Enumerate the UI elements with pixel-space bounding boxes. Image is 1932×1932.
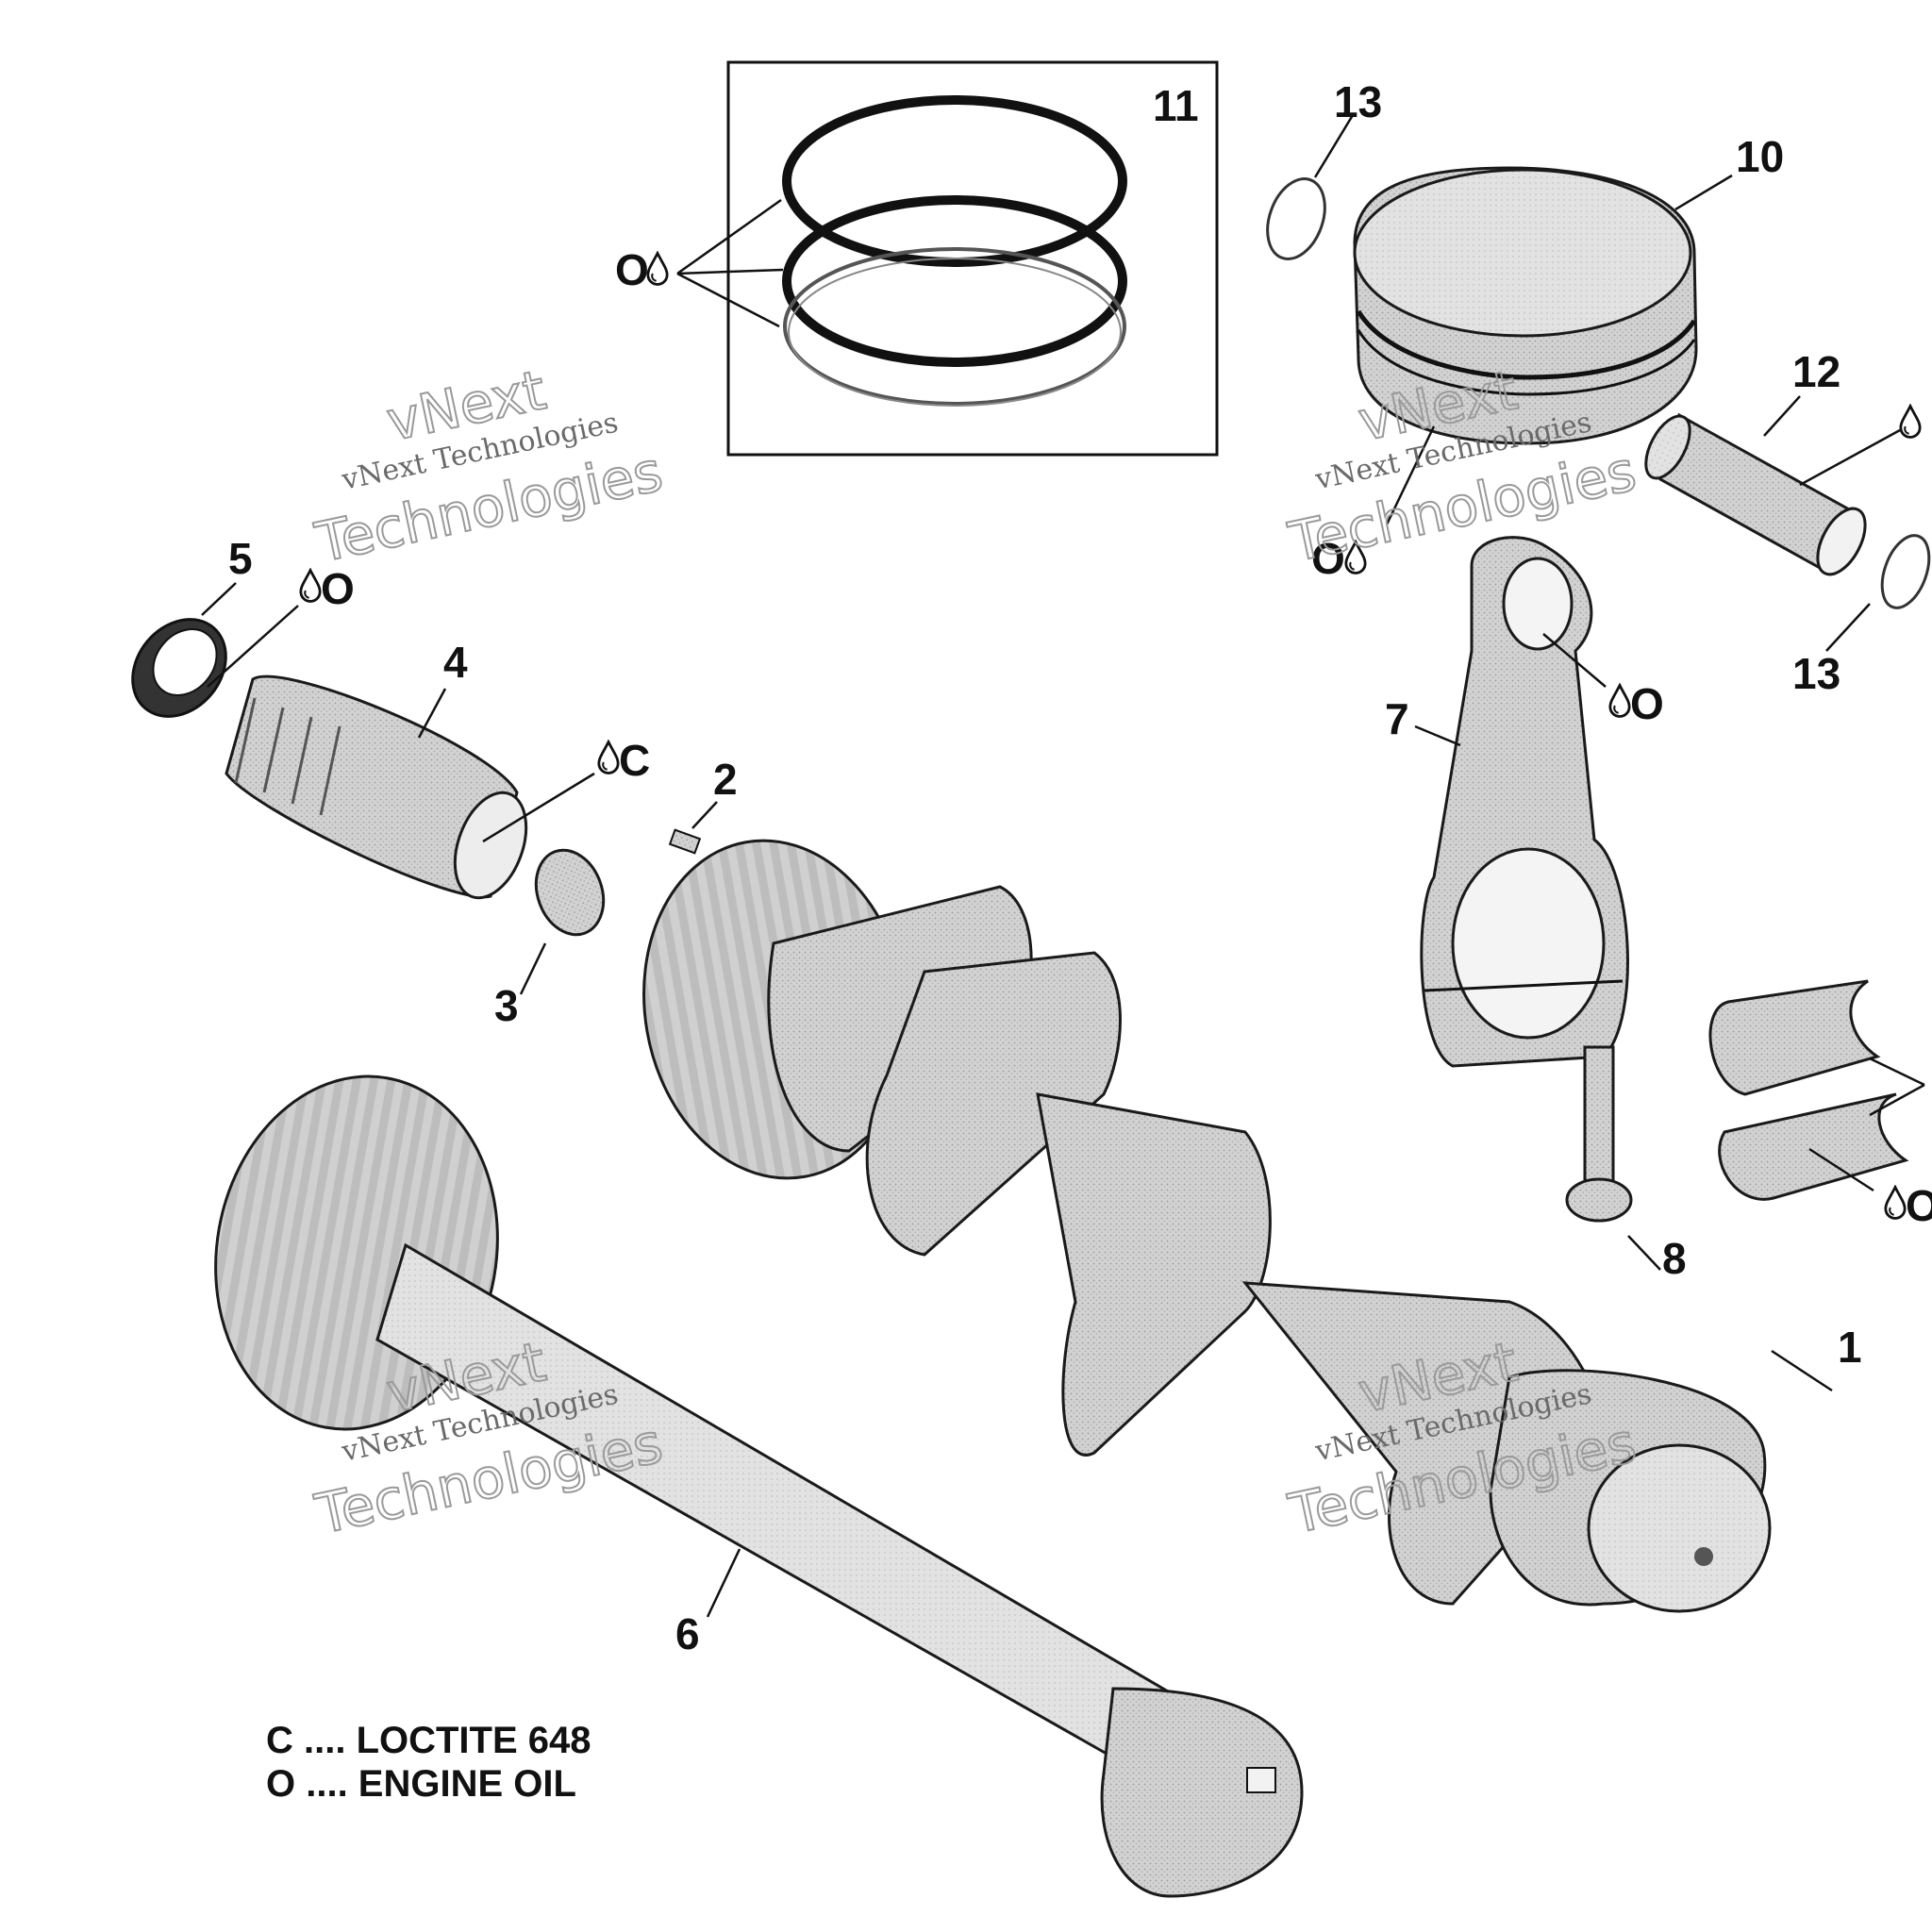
oil-drop-icon bbox=[1608, 684, 1631, 718]
callout-2: 2 bbox=[713, 755, 738, 804]
oil-symbol-seal: O bbox=[321, 564, 355, 613]
callout-4: 4 bbox=[443, 638, 468, 687]
oil-symbol-bearing: O bbox=[1906, 1181, 1932, 1230]
oil-symbol-rod: O bbox=[1630, 679, 1664, 728]
woodruff-key bbox=[668, 828, 702, 855]
callout-13-top: 13 bbox=[1334, 77, 1382, 126]
needle-bearing bbox=[534, 848, 606, 937]
callout-6: 6 bbox=[675, 1609, 700, 1658]
sleeve bbox=[225, 675, 528, 900]
callout-5: 5 bbox=[228, 534, 253, 583]
callout-13-right: 13 bbox=[1792, 649, 1840, 698]
callout-3: 3 bbox=[494, 981, 519, 1030]
ring-kit-box bbox=[726, 60, 1219, 457]
piston-pin bbox=[1644, 412, 1867, 576]
oil-symbol-piston: O bbox=[1311, 534, 1345, 583]
piston-rings bbox=[782, 95, 1127, 407]
callout-7: 7 bbox=[1385, 694, 1409, 743]
rod-bolt bbox=[1565, 1045, 1633, 1223]
circlip-top bbox=[1266, 177, 1326, 260]
watermark-top-left: vNext vNext Technologies Technologies bbox=[308, 357, 669, 575]
oil-drop-icon bbox=[1899, 405, 1922, 439]
callout-1: 1 bbox=[1838, 1323, 1862, 1372]
callout-8: 8 bbox=[1662, 1234, 1687, 1283]
callout-11: 11 bbox=[1153, 81, 1199, 130]
loctite-symbol-sleeve: C bbox=[619, 736, 650, 785]
oil-drop-icon bbox=[1884, 1186, 1907, 1220]
bearing-shells bbox=[1708, 979, 1909, 1201]
oil-drop-icon bbox=[299, 569, 322, 603]
oil-seal bbox=[131, 618, 227, 718]
callout-12: 12 bbox=[1792, 347, 1840, 396]
legend-oil: O .... ENGINE OIL bbox=[266, 1763, 576, 1805]
oil-drop-icon bbox=[597, 741, 620, 774]
callout-10: 10 bbox=[1736, 132, 1784, 181]
legend-loctite: C .... LOCTITE 648 bbox=[266, 1720, 591, 1761]
crankshaft bbox=[642, 839, 1772, 1613]
piston bbox=[1353, 166, 1698, 445]
leader-lines bbox=[201, 114, 1925, 1618]
balance-shaft bbox=[214, 1074, 1304, 1898]
circlip-right bbox=[1880, 534, 1931, 609]
oil-drop-icon bbox=[646, 252, 669, 286]
connecting-rod bbox=[1420, 536, 1629, 1068]
oil-symbol-rings: O bbox=[615, 245, 649, 294]
lubrication-symbols: O O C O O O bbox=[299, 245, 1932, 1230]
